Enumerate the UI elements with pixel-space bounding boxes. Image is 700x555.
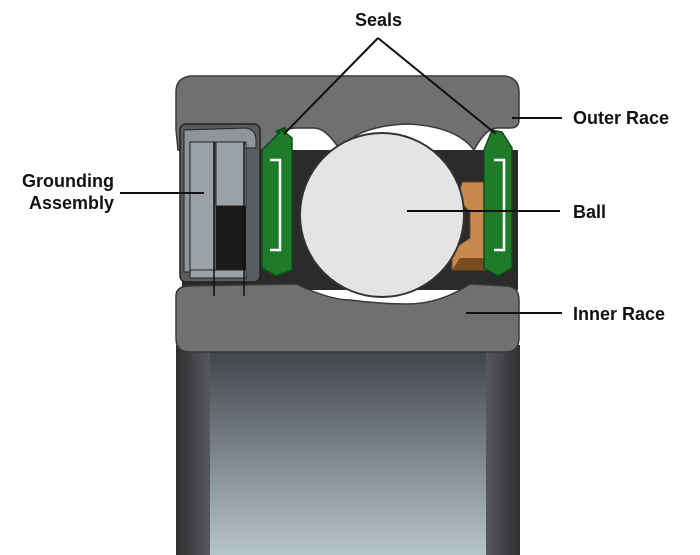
grounding-assembly-label: Grounding Assembly — [8, 170, 114, 214]
outer-race — [175, 75, 520, 152]
cage-shadow — [452, 258, 490, 270]
seals-leader-right — [377, 37, 497, 135]
outer-race-label: Outer Race — [573, 108, 670, 128]
inner-race-label: Inner Race — [573, 304, 666, 324]
right-seal — [483, 129, 513, 277]
grounding-assembly — [179, 123, 261, 296]
bore — [176, 345, 520, 555]
inner-race — [175, 283, 520, 353]
grounding-label-line1: Grounding — [22, 171, 114, 191]
grounding-label-line2: Assembly — [28, 193, 114, 213]
left-seal — [261, 126, 293, 277]
ball-label: Ball — [573, 202, 607, 222]
seals-leader-left — [283, 37, 379, 135]
ball — [299, 132, 465, 298]
seals-label: Seals — [355, 10, 403, 30]
leader-lines — [120, 37, 562, 314]
